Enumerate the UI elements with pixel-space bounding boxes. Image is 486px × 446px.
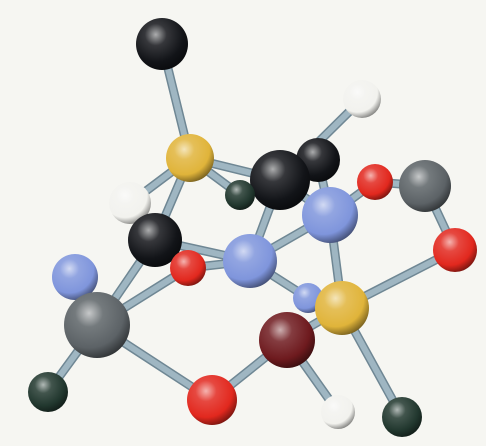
atom-red bbox=[433, 228, 477, 272]
atom-white bbox=[109, 182, 151, 224]
atom-dark-green bbox=[382, 397, 422, 437]
atom-black bbox=[250, 150, 310, 210]
atom-black bbox=[128, 213, 182, 267]
atom-layer bbox=[28, 18, 477, 437]
atom-blue bbox=[52, 254, 98, 300]
atom-maroon bbox=[259, 312, 315, 368]
atom-yellow bbox=[315, 281, 369, 335]
atom-blue bbox=[302, 187, 358, 243]
atom-dark-green bbox=[225, 180, 255, 210]
atom-red bbox=[187, 375, 237, 425]
atom-grey bbox=[64, 292, 130, 358]
atom-dark-green bbox=[28, 372, 68, 412]
atom-yellow bbox=[166, 134, 214, 182]
atom-red bbox=[357, 164, 393, 200]
atom-blue bbox=[223, 234, 277, 288]
atom-white bbox=[343, 80, 381, 118]
atom-red bbox=[170, 250, 206, 286]
atom-black bbox=[136, 18, 188, 70]
atom-white bbox=[321, 395, 355, 429]
atom-grey bbox=[399, 160, 451, 212]
